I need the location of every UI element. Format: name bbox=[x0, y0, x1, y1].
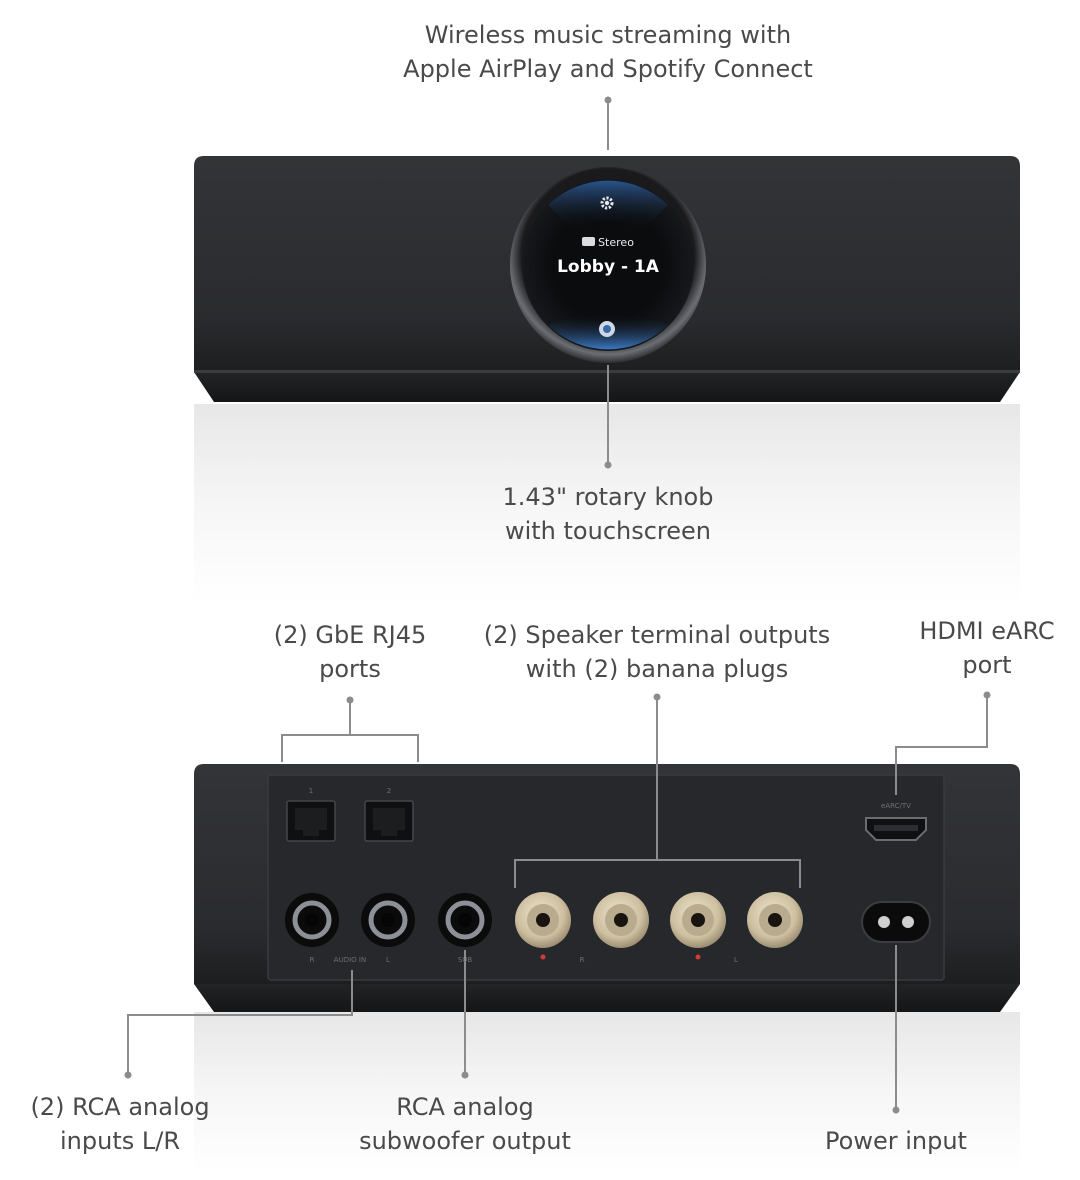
audio-in-label: AUDIO IN bbox=[334, 956, 366, 964]
rj45-line2: ports bbox=[319, 655, 381, 683]
speaker-terminal-r-minus[interactable] bbox=[593, 892, 649, 948]
rca-in-callout: (2) RCA analog inputs L/R bbox=[10, 1090, 230, 1158]
power-inlet[interactable] bbox=[861, 901, 931, 943]
polarity-mark-l bbox=[695, 954, 701, 960]
spk-r-label: R bbox=[580, 956, 585, 964]
speaker-line2: with (2) banana plugs bbox=[525, 655, 789, 683]
sub-line1: RCA analog bbox=[396, 1093, 534, 1121]
rca-in-line2: inputs L/R bbox=[60, 1127, 180, 1155]
hdmi-leader bbox=[895, 695, 988, 795]
rca-l-label: L bbox=[386, 956, 390, 964]
stereo-icon bbox=[582, 237, 595, 246]
wireless-callout: Wireless music streaming with Apple AirP… bbox=[368, 18, 848, 86]
gear-icon[interactable] bbox=[600, 196, 614, 210]
sub-callout: RCA analog subwoofer output bbox=[335, 1090, 595, 1158]
power-line1: Power input bbox=[825, 1127, 967, 1155]
sub-line2: subwoofer output bbox=[359, 1127, 571, 1155]
hdmi-callout: HDMI eARC port bbox=[897, 614, 1077, 682]
sub-label: SUB bbox=[458, 956, 473, 964]
callout-lines bbox=[127, 100, 988, 1110]
knob-callout: 1.43" rotary knob with touchscreen bbox=[448, 480, 768, 548]
speaker-terminal-l-plus[interactable] bbox=[670, 892, 726, 948]
spk-l-label: L bbox=[734, 956, 738, 964]
knob-line2: with touchscreen bbox=[504, 517, 712, 545]
rear-reflection bbox=[194, 1012, 1020, 1172]
callout-dots bbox=[124, 96, 991, 1114]
port-label-2: 2 bbox=[387, 787, 391, 795]
polarity-mark-r bbox=[540, 954, 546, 960]
rca-input-l[interactable] bbox=[361, 893, 415, 947]
hdmi-port[interactable] bbox=[865, 817, 927, 841]
knob-line1: 1.43" rotary knob bbox=[502, 483, 714, 511]
speaker-terminal-r-plus[interactable] bbox=[515, 892, 571, 948]
hdmi-line2: port bbox=[962, 651, 1012, 679]
rj45-port-2[interactable] bbox=[364, 800, 414, 842]
hdmi-label: eARC/TV bbox=[881, 802, 911, 810]
rotary-knob[interactable] bbox=[510, 167, 706, 363]
speaker-callout: (2) Speaker terminal outputs with (2) ba… bbox=[462, 618, 852, 686]
rj45-port-1[interactable] bbox=[286, 800, 336, 842]
rj45-callout: (2) GbE RJ45 ports bbox=[240, 618, 460, 686]
wireless-line1: Wireless music streaming with bbox=[424, 21, 792, 49]
rca-input-r[interactable] bbox=[285, 893, 339, 947]
rear-device bbox=[194, 764, 1020, 1172]
rca-sub-output[interactable] bbox=[438, 893, 492, 947]
screen-mode: Stereo bbox=[598, 236, 634, 249]
speaker-terminal-l-minus[interactable] bbox=[747, 892, 803, 948]
rca-in-line1: (2) RCA analog bbox=[30, 1093, 210, 1121]
rca-in-leader bbox=[127, 970, 353, 1075]
power-callout: Power input bbox=[800, 1124, 992, 1158]
source-icon[interactable] bbox=[599, 321, 615, 337]
wireless-line2: Apple AirPlay and Spotify Connect bbox=[403, 55, 813, 83]
rear-base bbox=[194, 984, 1020, 1012]
rj45-line1: (2) GbE RJ45 bbox=[273, 621, 427, 649]
rj45-bracket bbox=[281, 734, 419, 762]
knob-touchscreen[interactable] bbox=[522, 179, 694, 351]
port-label-1: 1 bbox=[309, 787, 313, 795]
screen-zone: Lobby - 1A bbox=[557, 257, 660, 277]
speaker-line1: (2) Speaker terminal outputs bbox=[483, 621, 831, 649]
rca-r-label: R bbox=[310, 956, 315, 964]
hdmi-line1: HDMI eARC bbox=[919, 617, 1055, 645]
